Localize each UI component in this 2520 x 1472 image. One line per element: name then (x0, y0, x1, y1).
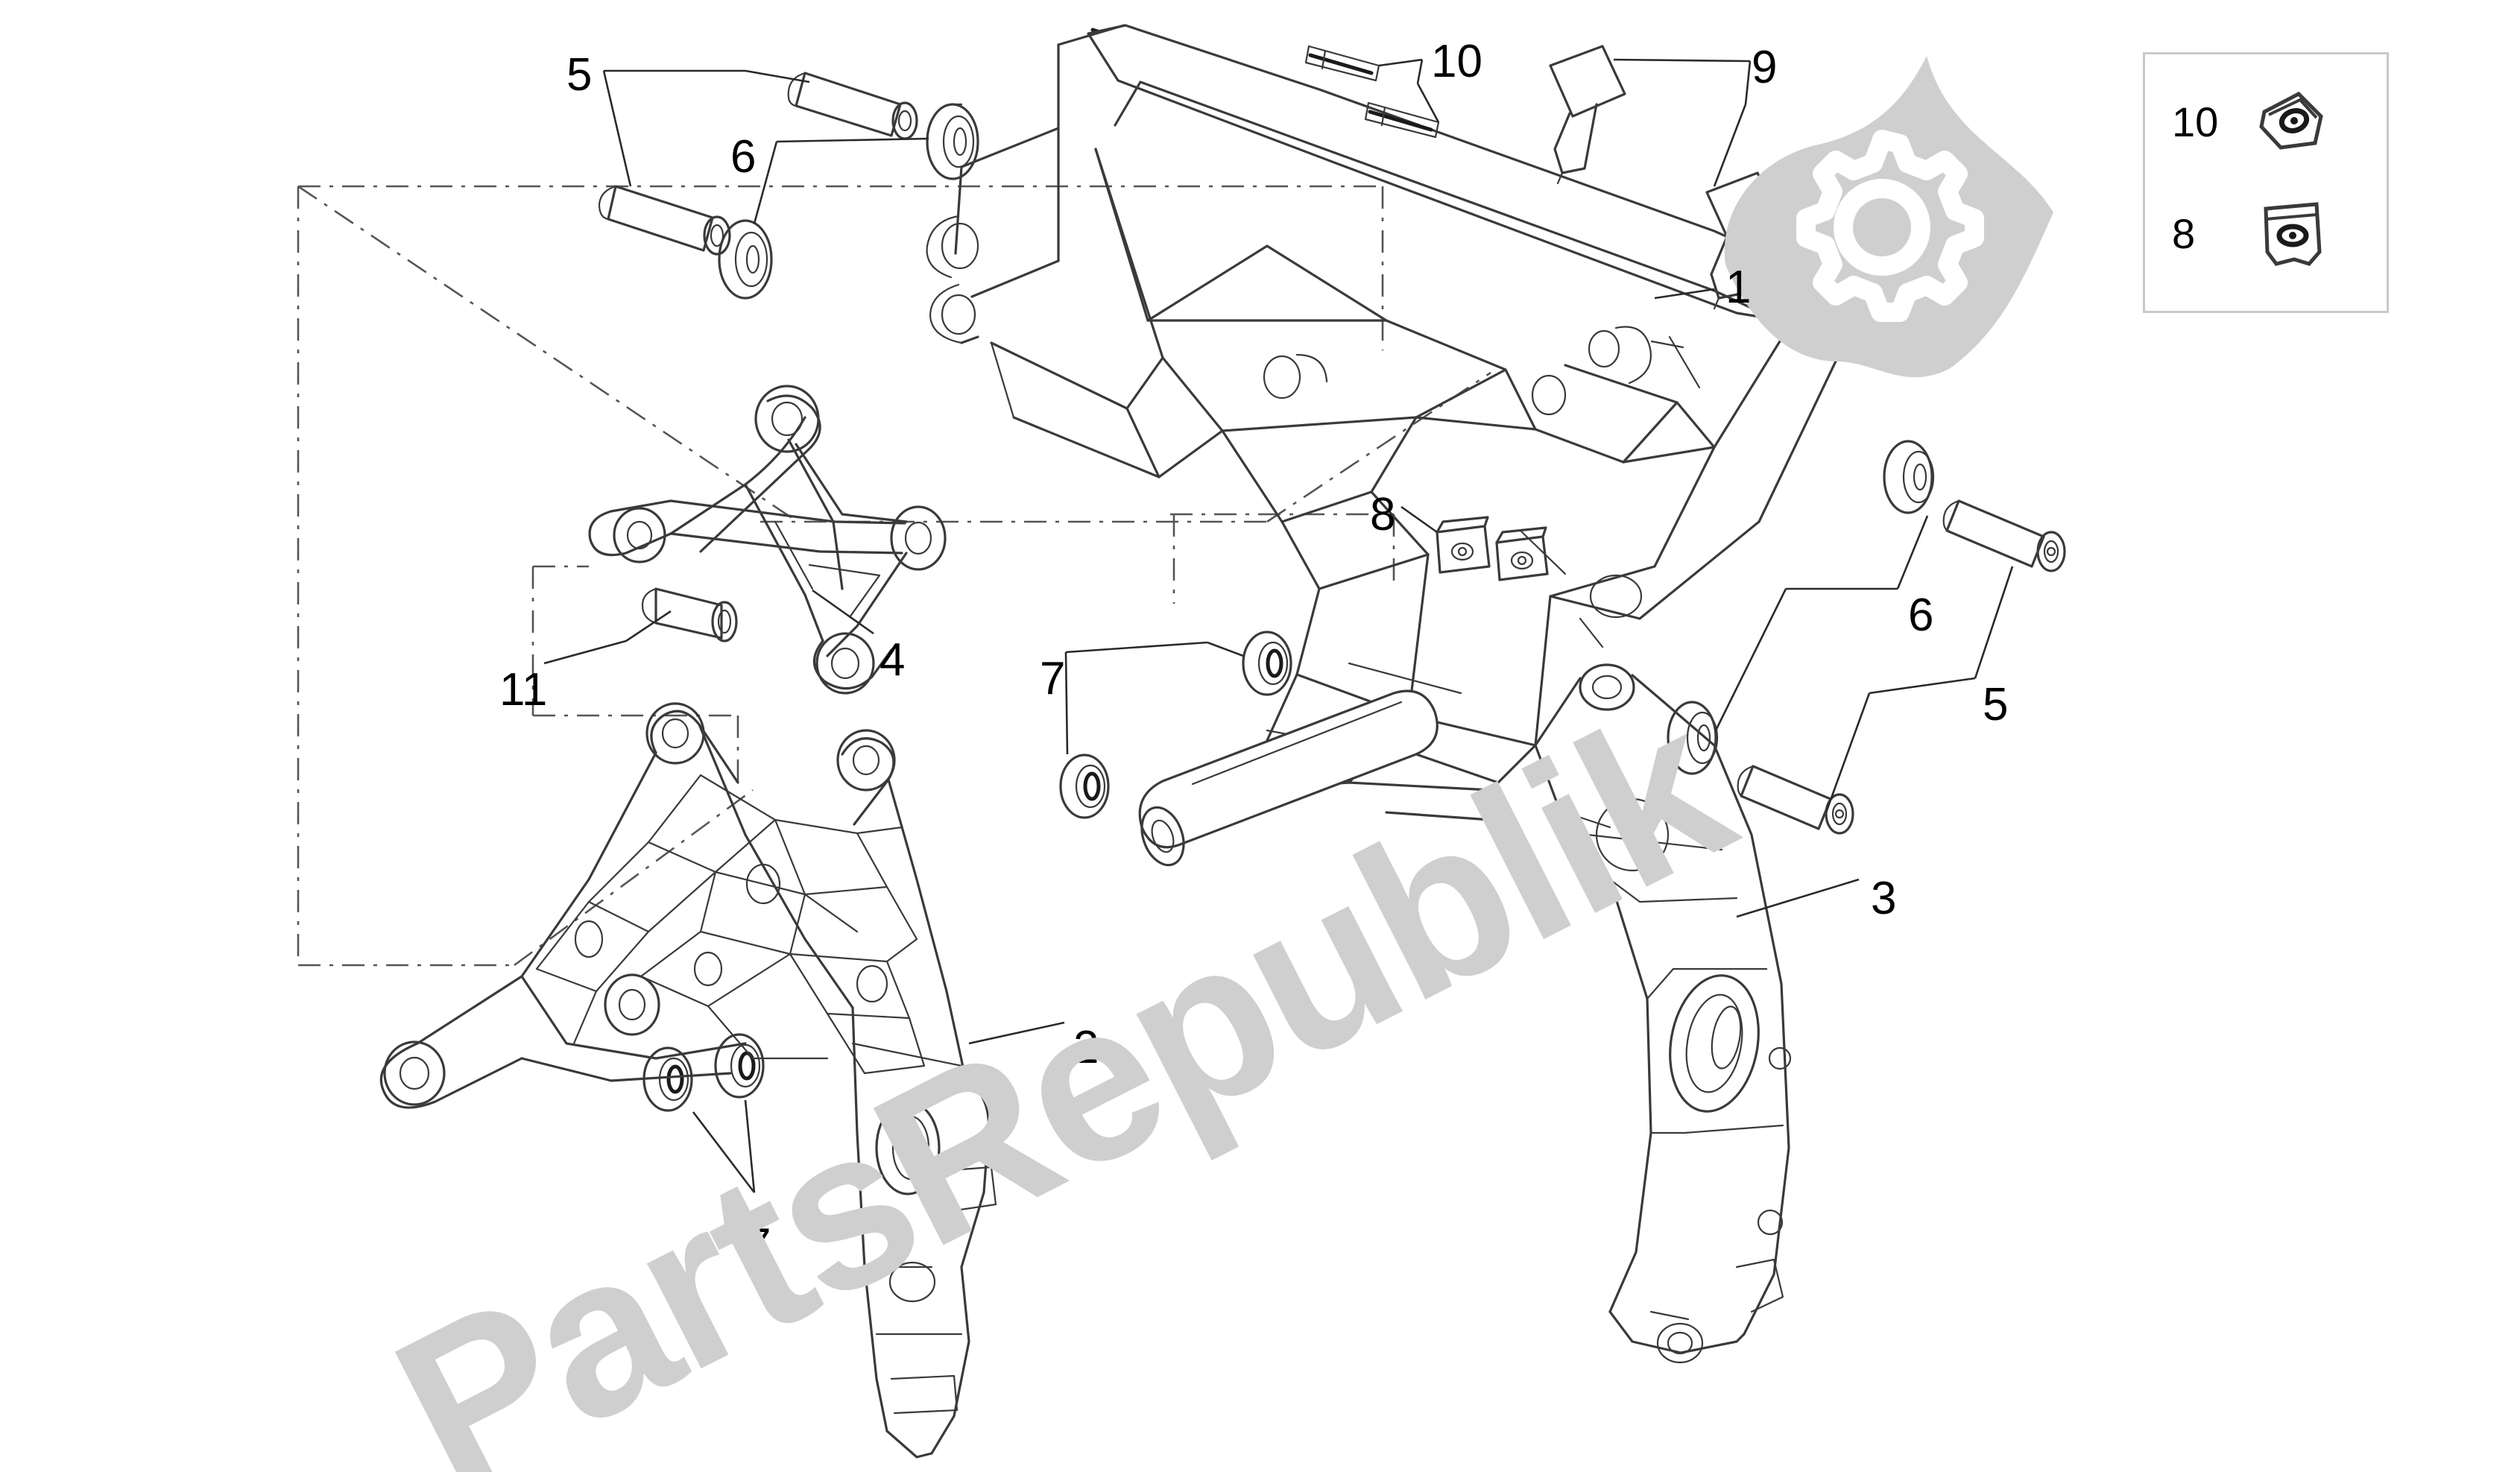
frame-crossmember (1138, 689, 1500, 867)
part-nut-mid (1059, 754, 1110, 819)
part-small-clip-a (1304, 45, 1380, 82)
watermark-logo (1724, 56, 2053, 378)
part-bolt-right-b (1737, 765, 1854, 835)
part-bolt-upper-left-a (787, 72, 918, 140)
legend-row-8: 8 (2161, 189, 2378, 278)
frame-bracket-clip-icon (2246, 192, 2336, 274)
callout-5-right: 5 (1983, 679, 2009, 730)
legend-row-10: 10 (2161, 77, 2378, 166)
part-upper-support-bracket (588, 385, 947, 695)
part-bushing-right-a (1883, 440, 1935, 514)
callout-7-nut-upper: 7 (1040, 653, 1066, 704)
callout-6-right: 6 (1908, 590, 1934, 641)
part-square-clip-b (1495, 526, 1549, 581)
callout-1-main-frame: 1 (1725, 262, 1752, 313)
part-bracket-pin (641, 587, 738, 642)
part-bolt-right-a (1942, 499, 2066, 572)
legend-box: 10 8 (2143, 52, 2389, 313)
leader-lines (543, 58, 2014, 1193)
callout-7-nut-pair-lower: 7 (745, 1219, 771, 1271)
callout-11-bracket-pin: 11 (499, 664, 548, 716)
part-bushing-right-b (1667, 701, 1719, 775)
part-nut-lower-b (714, 1033, 765, 1099)
legend-number-10: 10 (2172, 98, 2219, 145)
part-small-clip-b (1364, 101, 1440, 139)
part-square-clip-a (1436, 516, 1491, 574)
callout-6-upper-left: 6 (730, 131, 757, 183)
callout-5-upper-left: 5 (566, 49, 593, 101)
part-engine-cradle (379, 702, 1026, 1459)
callout-2-engine-cradle: 2 (1073, 1022, 1099, 1073)
callout-9-frame-plugs: 9 (1752, 42, 1778, 93)
frame-clip-icon (2246, 80, 2336, 162)
part-bushing-upper-left-b (718, 219, 773, 300)
part-bushing-upper-left-a (926, 103, 979, 180)
part-bolt-upper-left-b (598, 185, 731, 256)
callout-10-frame-clips: 10 (1431, 36, 1482, 87)
callout-3-right-bracket: 3 (1871, 873, 1897, 924)
part-rivet-plug-a (1549, 45, 1626, 185)
callout-4-upper-bracket: 4 (880, 634, 906, 686)
part-nut-upper (1242, 631, 1292, 696)
callout-8-frame-clip-pair: 8 (1370, 489, 1396, 540)
legend-number-8: 8 (2172, 209, 2196, 257)
gear-icon (1796, 130, 1984, 322)
